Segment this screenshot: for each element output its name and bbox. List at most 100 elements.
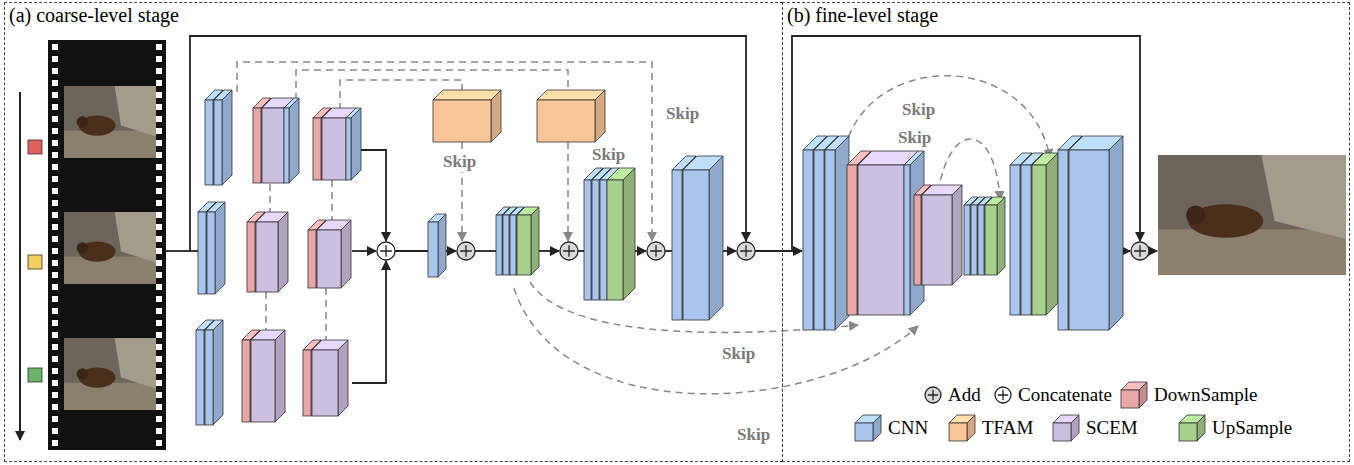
network-blocks: [196, 90, 1123, 425]
film-perforation: [52, 260, 58, 266]
film-perforation: [52, 428, 58, 434]
layer-block: [537, 90, 605, 142]
legend-swatch: [1050, 413, 1082, 443]
film-perforation: [52, 392, 58, 398]
film-perforation: [156, 428, 162, 434]
skip-label: Skip: [441, 152, 478, 172]
film-perforation: [156, 68, 162, 74]
legend-swatch: [1176, 413, 1208, 443]
skip-line: [325, 288, 327, 342]
panel-heading: (a) coarse-level stage: [5, 3, 179, 27]
layer-block: [517, 207, 539, 275]
film-perforation: [156, 248, 162, 254]
frame-marker: [28, 140, 42, 154]
film-perforation: [156, 356, 162, 362]
layer-block: [922, 185, 962, 285]
skip-label: Skip: [590, 145, 627, 165]
film-perforation: [52, 104, 58, 110]
film-perforation: [156, 440, 162, 446]
film-perforation: [156, 416, 162, 422]
legend-swatch: [946, 413, 978, 443]
connection-lines: [166, 36, 1157, 394]
data-flow-line: [166, 250, 198, 252]
film-perforation: [156, 368, 162, 374]
film-perforation: [156, 152, 162, 158]
data-flow-line: [395, 250, 428, 252]
film-perforation: [156, 308, 162, 314]
bear-photo: [64, 86, 156, 158]
layer-block: [196, 320, 214, 425]
operator-symbol: [457, 242, 475, 260]
layer-block: [971, 197, 985, 275]
film-perforation: [156, 92, 162, 98]
legend-item: Add: [922, 380, 981, 410]
film-perforation: [52, 44, 58, 50]
layer-block: [207, 202, 225, 294]
operator-symbol: [377, 242, 395, 260]
film-perforation: [52, 212, 58, 218]
layer-block: [317, 220, 351, 288]
operator-symbol: [1131, 242, 1149, 260]
layer-block: [803, 136, 827, 330]
legend-symbol: [992, 380, 1014, 410]
layer-block: [1069, 136, 1123, 330]
film-perforation: [52, 380, 58, 386]
layer-block: [198, 202, 216, 294]
legend-item: SCEM: [1050, 413, 1138, 443]
film-perforation: [52, 368, 58, 374]
data-flow-line: [1123, 250, 1130, 252]
film-perforation: [52, 344, 58, 350]
film-perforation: [52, 416, 58, 422]
skip-line: [296, 70, 568, 100]
film-perforation: [52, 128, 58, 134]
skip-line: [269, 184, 271, 214]
legend-label: UpSample: [1212, 417, 1292, 439]
film-perforation: [156, 176, 162, 182]
film-perforation: [52, 140, 58, 146]
legend-item: UpSample: [1176, 413, 1292, 443]
film-perforation: [156, 164, 162, 170]
film-perforation: [156, 212, 162, 218]
legend-item: DownSample: [1118, 380, 1257, 410]
layer-block: [205, 90, 223, 185]
layer-block: [1053, 415, 1079, 441]
film-perforation: [52, 188, 58, 194]
layer-block: [346, 108, 361, 180]
legend-label: CNN: [888, 417, 928, 439]
film-perforation: [52, 284, 58, 290]
film-perforation: [52, 404, 58, 410]
legend-item: CNN: [852, 413, 928, 443]
layer-block: [312, 340, 348, 416]
operator-symbol: [737, 242, 755, 260]
film-perforation: [52, 176, 58, 182]
input-frames: [20, 40, 166, 450]
film-perforation: [156, 116, 162, 122]
film-perforation: [52, 152, 58, 158]
skip-label: Skip: [900, 100, 937, 120]
operator-symbol: [647, 242, 665, 260]
layer-block: [964, 197, 978, 275]
film-perforation: [52, 92, 58, 98]
skip-line: [265, 292, 267, 332]
film-perforation: [52, 320, 58, 326]
legend-item: TFAM: [946, 413, 1033, 443]
legend-item: Concatenate: [992, 380, 1112, 410]
data-flow-line: [352, 250, 376, 252]
legend-swatch: [1118, 380, 1150, 410]
layer-block: [251, 330, 285, 422]
layer-block: [1179, 415, 1205, 441]
skip-line: [567, 142, 569, 241]
bear-photo: [64, 212, 156, 284]
film-perforation: [156, 188, 162, 194]
skip-line: [331, 180, 333, 222]
layer-block: [855, 415, 881, 441]
film-perforation: [156, 320, 162, 326]
data-flow-line: [635, 250, 646, 252]
frame-marker: [28, 255, 42, 269]
layer-block: [205, 320, 223, 425]
film-perforation: [52, 56, 58, 62]
data-flow-line: [190, 36, 746, 251]
skip-label: Skip: [735, 425, 772, 445]
